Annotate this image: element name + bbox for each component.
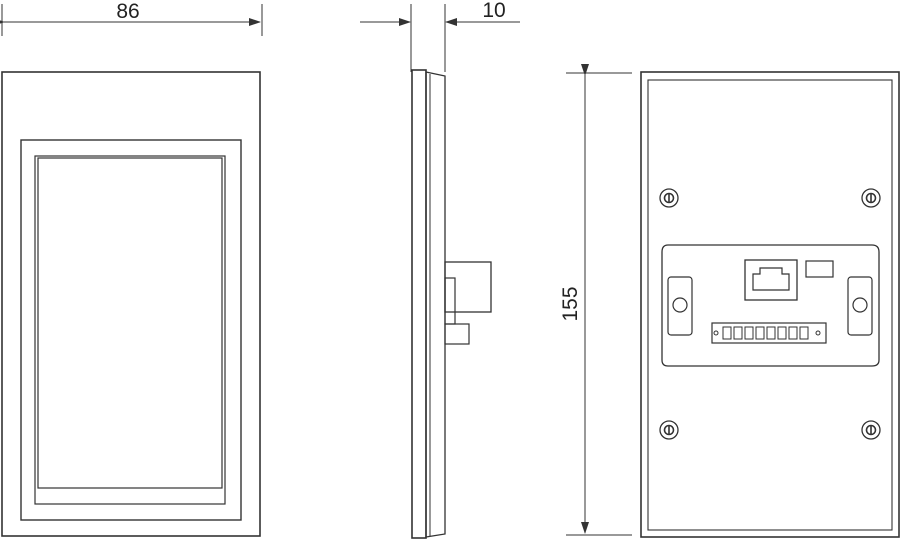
side-connector-plug [444, 277, 456, 325]
depth-dimension: 10 [360, 0, 520, 72]
front-bezel [20, 139, 242, 521]
rj45-port-icon [744, 259, 798, 301]
side-view: 10 [360, 0, 520, 539]
indicator-block [805, 260, 834, 278]
mounting-plate [661, 244, 880, 367]
back-outer-frame [640, 71, 900, 538]
side-connector-housing [444, 261, 492, 313]
side-back [425, 71, 446, 538]
depth-label: 10 [482, 0, 505, 22]
back-inner-frame [647, 79, 893, 531]
screw-icon [861, 420, 881, 440]
screw-icon [861, 188, 881, 208]
height-label: 155 [559, 286, 582, 321]
terminal-block-icon [711, 322, 827, 344]
width-label: 86 [116, 0, 139, 23]
back-view: 155 [559, 64, 900, 538]
mounting-slot-left [667, 276, 693, 336]
side-panel [411, 69, 427, 539]
front-outer-frame [1, 71, 261, 537]
screw-icon [659, 420, 679, 440]
width-dimension: 86 [0, 0, 263, 36]
side-terminal-stub [444, 323, 470, 345]
front-screen [37, 157, 223, 489]
screw-icon [659, 188, 679, 208]
height-dimension: 155 [559, 64, 632, 536]
front-view: 86 [0, 0, 263, 537]
front-screen-outer [34, 155, 226, 505]
mounting-slot-right [847, 276, 873, 336]
